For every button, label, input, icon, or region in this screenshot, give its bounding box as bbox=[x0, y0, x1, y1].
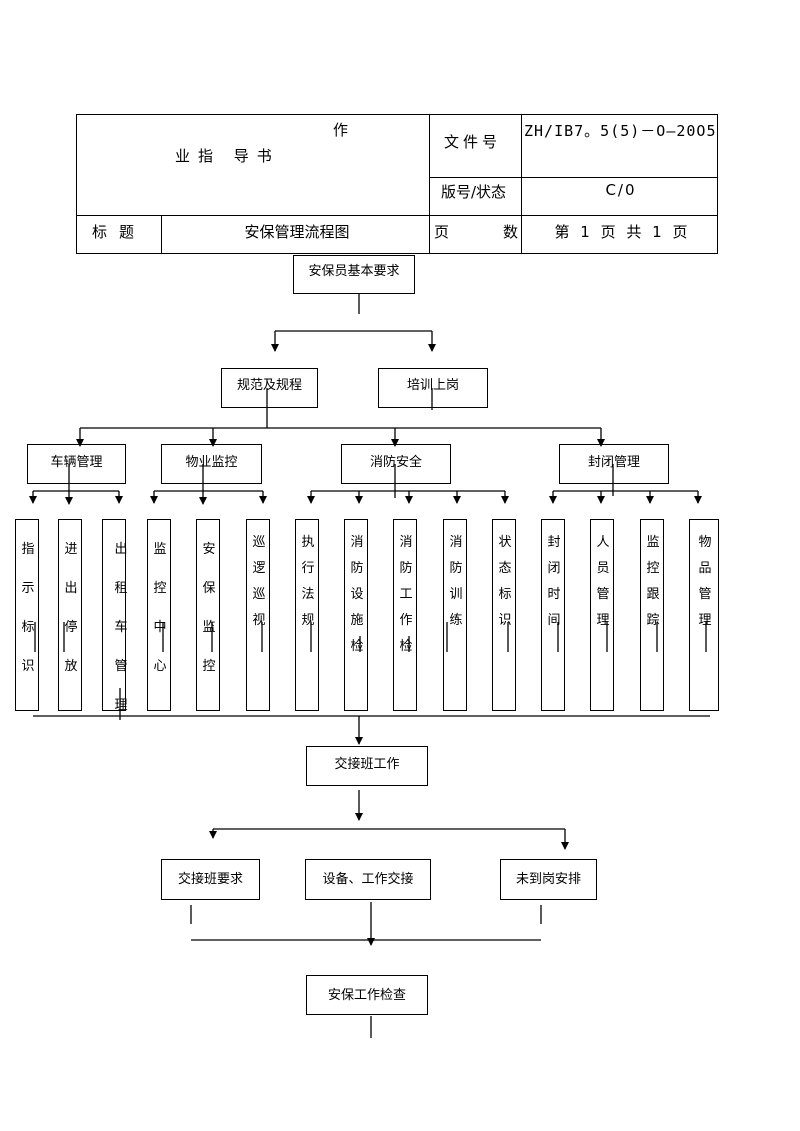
node-label: 车辆管理 bbox=[50, 455, 103, 470]
item-box: 安保监控 bbox=[196, 519, 220, 711]
item-box: 巡逻巡视 bbox=[246, 519, 270, 711]
item-box: 状态标识 bbox=[492, 519, 516, 711]
category-closure: 封闭管理 bbox=[559, 444, 669, 484]
doc-number-label: 文件号 bbox=[444, 133, 502, 151]
doc-type-main: 业指 导书 bbox=[175, 147, 280, 165]
doc-number: ZH/IB7。5(5)－O—20O5 bbox=[524, 122, 717, 140]
header-divider bbox=[429, 115, 430, 253]
item-box: 封闭时间 bbox=[541, 519, 565, 711]
item-box: 监控跟踪 bbox=[640, 519, 664, 711]
node-root: 安保员基本要求 bbox=[293, 255, 415, 294]
item-box: 执行法规 bbox=[295, 519, 319, 711]
node-absence-arrangement: 未到岗安排 bbox=[500, 859, 597, 900]
version-label: 版号/状态 bbox=[441, 183, 507, 201]
item-box: 消防训练 bbox=[443, 519, 467, 711]
category-fire-safety: 消防安全 bbox=[341, 444, 451, 484]
pages-label-b: 数 bbox=[502, 223, 518, 241]
node-handover: 交接班工作 bbox=[306, 746, 428, 786]
item-label: 执行法规 bbox=[301, 535, 315, 628]
header-divider bbox=[161, 215, 162, 253]
node-label: 消防安全 bbox=[369, 455, 422, 470]
item-label: 消防训练 bbox=[449, 535, 463, 628]
item-label: 监控跟踪 bbox=[646, 535, 660, 628]
version-value: C/0 bbox=[605, 181, 637, 199]
page-count: 第 1 页 共 1 页 bbox=[554, 223, 688, 241]
node-label: 设备、工作交接 bbox=[322, 872, 414, 887]
node-training: 培训上岗 bbox=[378, 368, 488, 408]
item-box: 消防设施检 bbox=[344, 519, 368, 711]
pages-label: 页 数 bbox=[434, 221, 518, 242]
node-label: 物业监控 bbox=[185, 455, 238, 470]
category-vehicle: 车辆管理 bbox=[27, 444, 126, 484]
doc-type-top: 作 bbox=[333, 121, 349, 139]
item-label: 监控中心 bbox=[153, 542, 167, 674]
title-label: 标题 bbox=[92, 223, 147, 241]
item-label: 进出停放 bbox=[64, 542, 78, 674]
item-label: 状态标识 bbox=[498, 535, 512, 628]
item-label: 安保监控 bbox=[202, 542, 216, 674]
category-monitoring: 物业监控 bbox=[161, 444, 262, 484]
document-title: 安保管理流程图 bbox=[244, 223, 350, 241]
item-box: 人员管理 bbox=[590, 519, 614, 711]
item-box: 消防工作检 bbox=[393, 519, 417, 711]
item-label: 封闭时间 bbox=[547, 535, 561, 628]
node-standards: 规范及规程 bbox=[221, 368, 318, 408]
item-box: 指示标识 bbox=[15, 519, 39, 711]
node-label: 未到岗安排 bbox=[515, 872, 581, 887]
node-handover-requirements: 交接班要求 bbox=[161, 859, 260, 900]
item-label: 物品管理 bbox=[698, 535, 712, 628]
item-label: 消防工作检 bbox=[399, 535, 413, 654]
node-equipment-handover: 设备、工作交接 bbox=[305, 859, 431, 900]
item-label: 巡逻巡视 bbox=[252, 535, 266, 628]
node-label: 培训上岗 bbox=[406, 378, 459, 393]
header-divider bbox=[521, 115, 522, 253]
node-label: 安保员基本要求 bbox=[308, 264, 400, 279]
item-box: 出租车管理 bbox=[102, 519, 128, 713]
item-label: 出租车管理 bbox=[114, 542, 128, 713]
node-label: 交接班工作 bbox=[334, 757, 400, 772]
item-box: 监控中心 bbox=[147, 519, 171, 711]
item-label: 指示标识 bbox=[21, 542, 35, 674]
node-label: 封闭管理 bbox=[587, 455, 640, 470]
document-header-table: 作 业指 导书 文件号 ZH/IB7。5(5)－O—20O5 版号/状态 C/0… bbox=[76, 114, 718, 254]
node-security-check: 安保工作检查 bbox=[306, 975, 428, 1015]
header-divider bbox=[429, 177, 717, 178]
node-label: 交接班要求 bbox=[177, 872, 243, 887]
header-divider bbox=[77, 215, 717, 216]
item-box: 进出停放 bbox=[58, 519, 82, 711]
node-label: 安保工作检查 bbox=[327, 988, 406, 1003]
item-label: 人员管理 bbox=[596, 535, 610, 628]
item-label: 消防设施检 bbox=[350, 535, 364, 654]
node-label: 规范及规程 bbox=[236, 378, 302, 393]
pages-label-a: 页 bbox=[434, 223, 450, 241]
item-box: 物品管理 bbox=[689, 519, 719, 711]
